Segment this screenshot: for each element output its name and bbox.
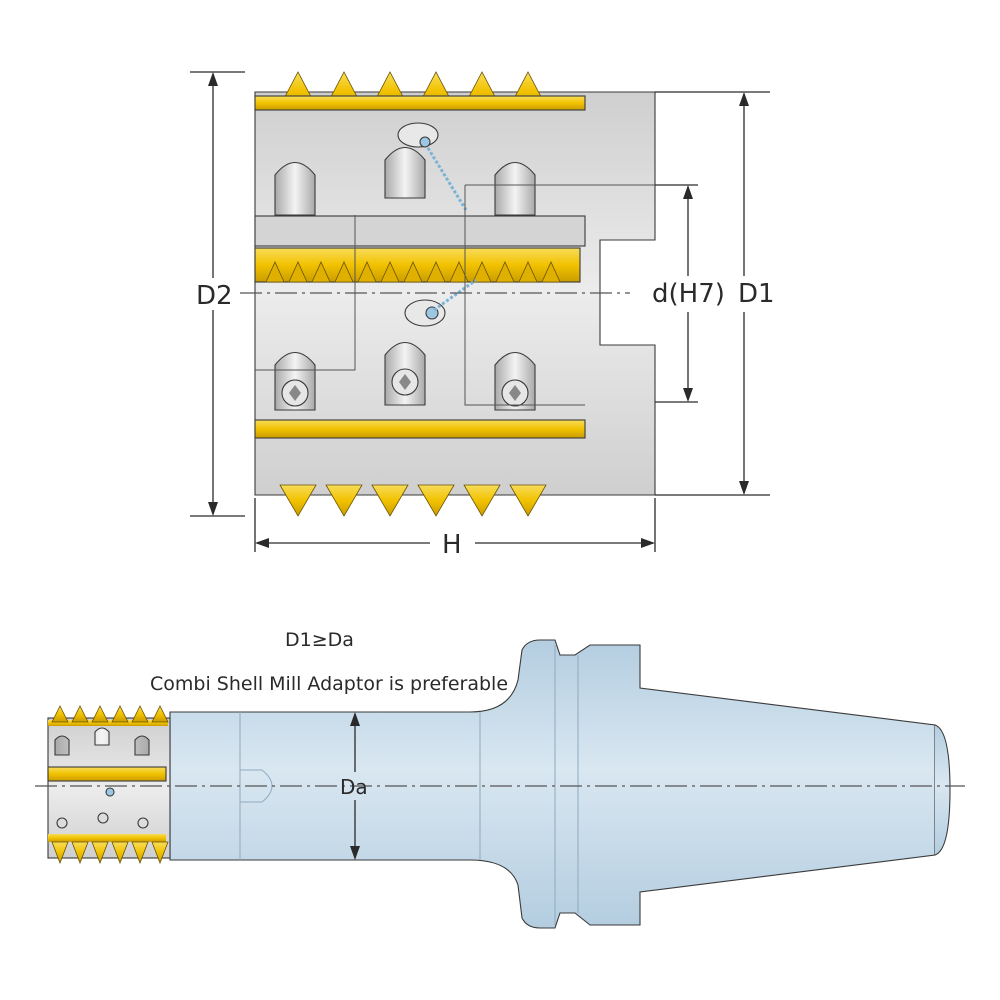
dim-D2: D2 [190,71,245,517]
insert-tooth [495,261,515,283]
dim-H: H [254,498,656,560]
mini-cutter [47,705,171,865]
condition-text: D1≥Da [285,629,354,651]
insert-tooth [71,705,89,723]
insert-tooth [131,841,149,865]
bore-outline [255,184,655,406]
insert-tooth [111,705,129,723]
coolant-outlet [404,299,446,327]
insert-tooth [426,261,446,283]
cutter-drawing: D2 d(H7) D1 H [190,71,775,560]
label-Da: Da [340,775,368,799]
insert-tooth [111,841,129,865]
insert-tooth [71,841,89,865]
coolant-channel [397,122,477,327]
insert-tooth [541,261,561,283]
label-D1: D1 [738,279,775,309]
dim-bore: d(H7) [652,184,725,403]
bottom-insert-teeth [279,484,547,517]
insert-tooth [91,705,109,723]
insert-tooth [325,484,363,517]
lower-pockets [274,341,536,411]
insert-tooth [51,841,69,865]
insert-tooth [311,261,331,283]
insert-tooth [131,705,149,723]
insert-tooth [518,261,538,283]
insert-tooth [403,261,423,283]
top-insert-band [254,95,586,111]
adaptor-note: Combi Shell Mill Adaptor is preferable [150,673,508,695]
insert-tooth [279,484,317,517]
insert-tooth [509,484,547,517]
pocket [384,146,426,199]
insert-tooth [288,261,308,283]
insert-tooth [265,261,285,283]
insert-tooth [472,261,492,283]
insert-tooth [417,484,455,517]
pocket [494,161,536,216]
bottom-insert-band [254,419,586,439]
insert-tooth [380,261,400,283]
insert-tooth [449,261,469,283]
insert-tooth [151,841,169,865]
pocket [274,161,316,216]
torx-recess-icon [289,374,521,401]
insert-tooth [371,484,409,517]
dim-Da: Da [340,712,368,860]
coolant-outlet [397,122,439,148]
label-H: H [442,530,462,560]
insert-tooth [91,841,109,865]
insert-tooth [357,261,377,283]
upper-pockets [274,146,536,216]
middle-clamp-bar [254,215,586,247]
insert-tooth [334,261,354,283]
dim-D1: D1 [655,91,775,496]
label-bore: d(H7) [652,279,725,309]
insert-tooth [51,705,69,723]
middle-insert-teeth [265,261,561,283]
label-D2: D2 [196,281,233,311]
insert-tooth [151,705,169,723]
adaptor-drawing: D1≥Da Combi Shell Mill Adaptor is prefer… [35,629,965,929]
insert-tooth [463,484,501,517]
